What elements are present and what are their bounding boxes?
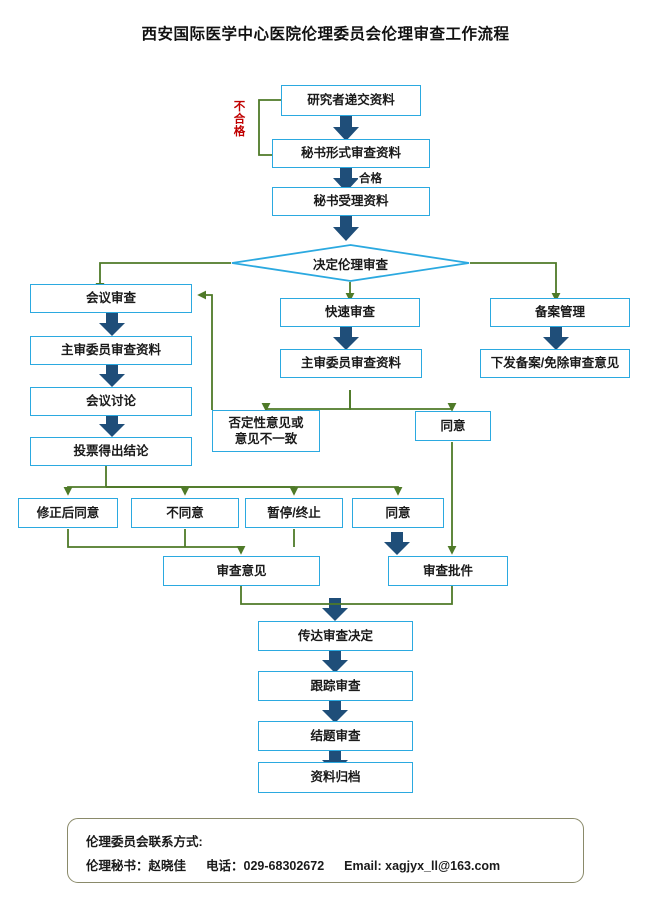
node-negative-opinion[interactable]: 否定性意见或 意见不一致	[212, 410, 320, 452]
page-title: 西安国际医学中心医院伦理委员会伦理审查工作流程	[141, 26, 510, 43]
node-review-approval[interactable]: 审查批件	[388, 556, 508, 586]
node-negative-opinion-line1: 否定性意见或	[228, 415, 304, 430]
node-fast-agree[interactable]: 同意	[415, 411, 491, 441]
node-outcome-agree[interactable]: 同意	[352, 498, 444, 528]
contact-phone: 电话：029-68302672	[206, 858, 325, 873]
contact-details: 伦理秘书：赵晓佳 电话：029-68302672 Email: xagjyx_ll@…	[86, 855, 583, 879]
node-follow-up-review[interactable]: 跟踪审查	[258, 671, 413, 701]
contact-email[interactable]: Email: xagjyx_ll@163.com	[344, 858, 501, 873]
node-vote-conclusion[interactable]: 投票得出结论	[30, 437, 192, 466]
contact-secretary: 伦理秘书：赵晓佳	[86, 858, 187, 873]
node-decision-label: 决定伦理审查	[312, 257, 388, 272]
node-submit[interactable]: 研究者递交资料	[281, 85, 421, 116]
node-meeting-primary-reviewer[interactable]: 主审委员审查资料	[30, 336, 192, 365]
node-fast-review[interactable]: 快速审查	[280, 298, 420, 327]
contact-panel: 伦理委员会联系方式: 伦理秘书：赵晓佳 电话：029-68302672 Email:…	[67, 818, 584, 883]
node-archive[interactable]: 资料归档	[258, 762, 413, 793]
node-outcome-disagree[interactable]: 不同意	[131, 498, 239, 528]
node-filing-issue[interactable]: 下发备案/免除审查意见	[480, 349, 630, 378]
node-meeting-review[interactable]: 会议审查	[30, 284, 192, 313]
node-outcome-revise-agree[interactable]: 修正后同意	[18, 498, 118, 528]
node-meeting-discussion[interactable]: 会议讨论	[30, 387, 192, 416]
node-closing-review[interactable]: 结题审查	[258, 721, 413, 751]
edge-label-unqualified: 不合格	[232, 100, 245, 138]
node-decision[interactable]: 决定伦理审查	[231, 244, 470, 282]
node-outcome-suspend[interactable]: 暂停/终止	[245, 498, 343, 528]
node-formal-review[interactable]: 秘书形式审查资料	[272, 139, 430, 168]
node-review-opinion[interactable]: 审查意见	[163, 556, 320, 586]
node-fast-primary-reviewer[interactable]: 主审委员审查资料	[280, 349, 422, 378]
node-convey-decision[interactable]: 传达审查决定	[258, 621, 413, 651]
node-negative-opinion-line2: 意见不一致	[234, 432, 298, 446]
contact-title: 伦理委员会联系方式:	[86, 835, 203, 849]
node-accept[interactable]: 秘书受理资料	[272, 187, 430, 216]
node-filing-management[interactable]: 备案管理	[490, 298, 630, 327]
edge-label-qualified: 合格	[358, 170, 383, 186]
